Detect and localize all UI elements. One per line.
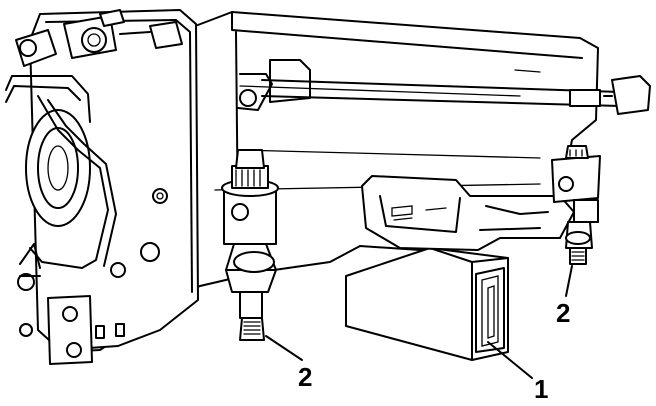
lower-mount-bracket	[19, 295, 93, 365]
left-jack-stud	[239, 291, 265, 341]
leader-line-2-right	[565, 265, 573, 297]
center-adjusting-stud	[221, 149, 279, 293]
callout-2-left: 2	[298, 362, 312, 392]
right-adjusting-stud	[551, 145, 601, 265]
leader-lines	[265, 265, 573, 379]
callout-1: 1	[534, 374, 548, 404]
leader-line-1	[487, 341, 533, 379]
callout-2-right: 2	[556, 298, 570, 328]
shift-rods	[237, 59, 651, 115]
top-linkage	[63, 9, 183, 59]
leader-line-2-left	[265, 335, 303, 361]
support-block	[345, 247, 509, 361]
bell-housing-flange	[15, 9, 199, 351]
wire-harness	[5, 75, 117, 291]
